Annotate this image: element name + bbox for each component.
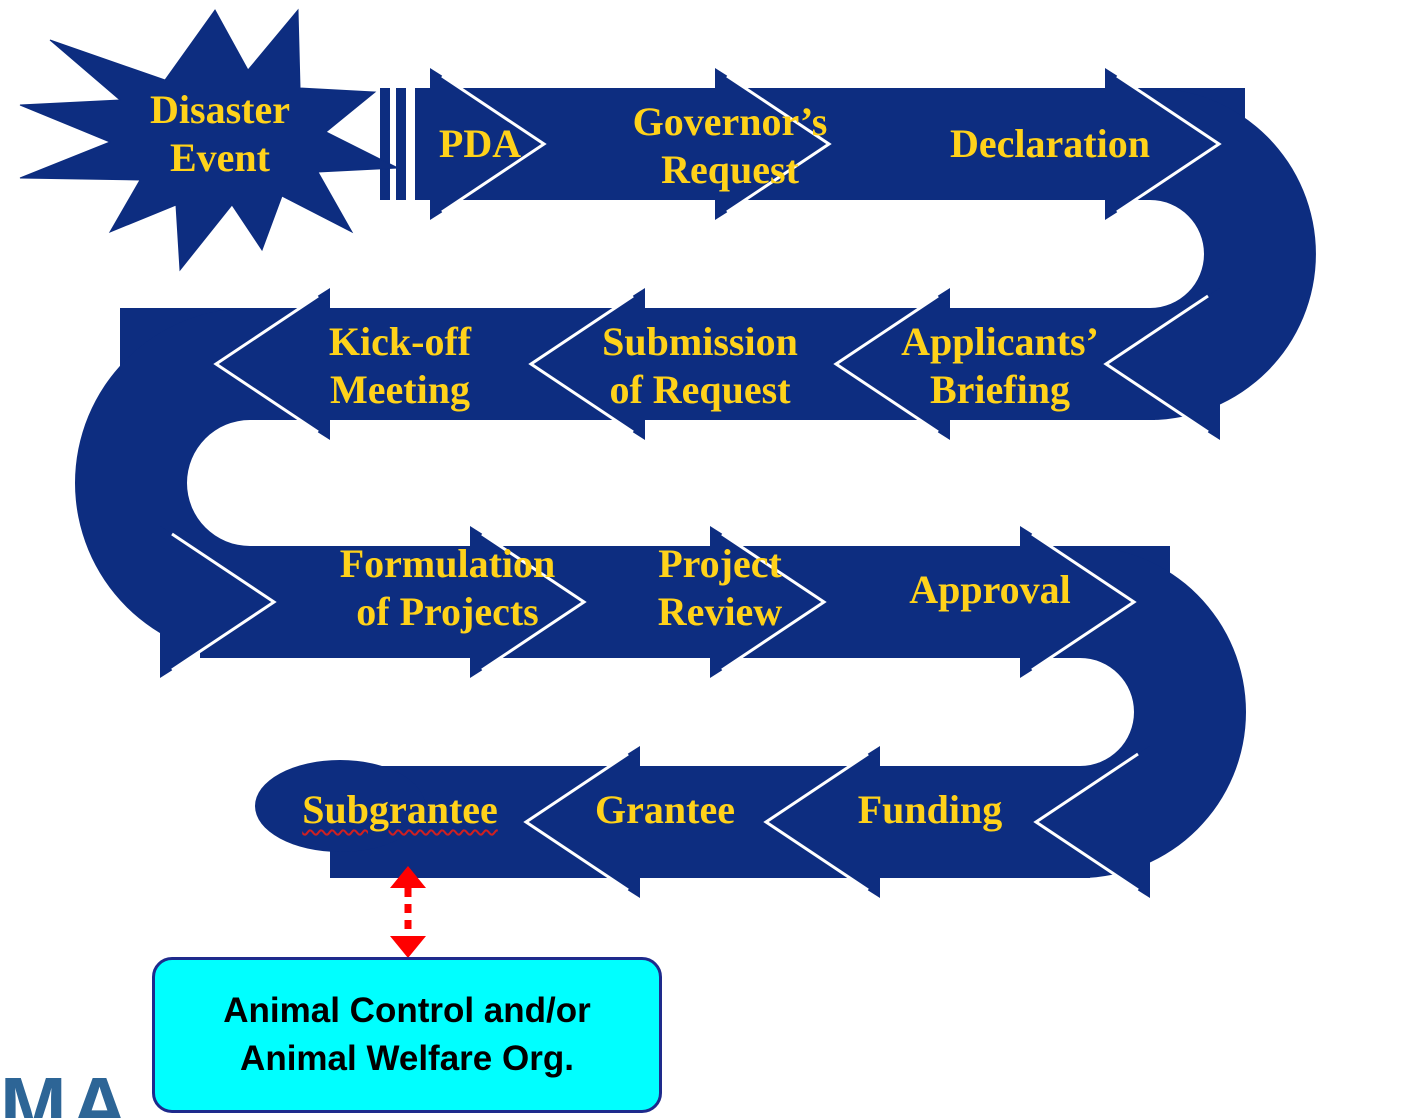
label-line: of Request bbox=[609, 367, 791, 412]
callout-line: Animal Welfare Org. bbox=[240, 1039, 574, 1078]
chevron-head-submission bbox=[830, 288, 950, 440]
label-disaster-event: Disaster Event bbox=[130, 86, 310, 182]
chevron-arrows bbox=[160, 68, 1225, 898]
chevron-head-review bbox=[710, 526, 830, 678]
chevron-outline-kickoff-head bbox=[213, 294, 319, 434]
chevron-outline-submission bbox=[833, 294, 939, 434]
step-governors-request[interactable]: Governor’s Request bbox=[600, 98, 860, 194]
label-line: Applicants’ bbox=[901, 319, 1099, 364]
label-line: Funding bbox=[857, 787, 1003, 832]
chevron-head-declaration bbox=[1105, 68, 1225, 220]
chevron-head-grantee bbox=[760, 746, 880, 898]
chevron-head-formulation-tail bbox=[160, 526, 280, 678]
callout-line: Animal Control and/or bbox=[223, 991, 591, 1030]
step-pda[interactable]: PDA bbox=[425, 120, 535, 168]
chevron-outline-review bbox=[721, 532, 827, 672]
label-line: Approval bbox=[909, 567, 1071, 612]
label-line: Declaration bbox=[950, 121, 1150, 166]
logo-fragment: MA bbox=[0, 1066, 132, 1118]
animal-org-callout: Animal Control and/or Animal Welfare Org… bbox=[152, 957, 662, 1113]
step-funding[interactable]: Funding bbox=[830, 786, 1030, 834]
step-subgrantee[interactable]: Subgrantee bbox=[280, 786, 520, 834]
chevron-outline-applicants bbox=[1103, 294, 1209, 434]
chevron-outline-governors bbox=[726, 74, 832, 214]
step-submission-of-request[interactable]: Submission of Request bbox=[570, 318, 830, 414]
ribbon-row3 bbox=[200, 546, 1170, 658]
step-project-review[interactable]: Project Review bbox=[620, 540, 820, 636]
step-grantee[interactable]: Grantee bbox=[570, 786, 760, 834]
chevron-head-kickoff-head bbox=[210, 288, 330, 440]
label-line: Briefing bbox=[930, 367, 1070, 412]
label-line: Subgrantee bbox=[302, 787, 498, 832]
chevron-head-kickoff bbox=[525, 288, 645, 440]
label-line: Request bbox=[661, 147, 799, 192]
chevron-head-funding bbox=[1030, 746, 1150, 898]
starburst-icon bbox=[19, 8, 400, 272]
chevron-outline-formulation bbox=[481, 532, 587, 672]
step-declaration[interactable]: Declaration bbox=[930, 120, 1170, 168]
label-line: Event bbox=[170, 135, 270, 180]
label-line: Formulation bbox=[339, 541, 556, 586]
chevron-outline-subgrantee bbox=[523, 752, 629, 892]
chevron-outline-grantee bbox=[763, 752, 869, 892]
label-line: Governor’s bbox=[632, 99, 828, 144]
label-line: Submission bbox=[602, 319, 798, 364]
logo-text: MA bbox=[0, 1066, 133, 1118]
label-line: of Projects bbox=[356, 589, 539, 634]
chevron-outline-kickoff bbox=[528, 294, 634, 434]
start-bars-icon bbox=[380, 88, 406, 200]
chevron-outline-approval bbox=[1031, 532, 1137, 672]
chevron-outline-declaration bbox=[1116, 74, 1222, 214]
chevron-head-applicants bbox=[1100, 288, 1220, 440]
chevron-head-governors bbox=[715, 68, 835, 220]
chevron-outline-pda bbox=[441, 74, 547, 214]
label-line: Kick-off bbox=[328, 319, 472, 364]
label-line: Disaster bbox=[150, 87, 290, 132]
chevron-head-pda bbox=[430, 68, 550, 220]
chevron-head-formulation bbox=[470, 526, 590, 678]
label-line: Grantee bbox=[595, 787, 735, 832]
step-approval[interactable]: Approval bbox=[880, 566, 1100, 614]
ribbon-tail bbox=[255, 760, 425, 852]
connector-double-arrow bbox=[390, 866, 426, 958]
ribbon-row4 bbox=[330, 766, 1090, 878]
chevron-head-subgrantee bbox=[520, 746, 640, 898]
chevron-outline-funding bbox=[1033, 752, 1139, 892]
chevron-head-approval bbox=[1020, 526, 1140, 678]
step-applicants-briefing[interactable]: Applicants’ Briefing bbox=[875, 318, 1125, 414]
label-line: PDA bbox=[438, 121, 522, 166]
label-line: Meeting bbox=[330, 367, 470, 412]
step-kickoff-meeting[interactable]: Kick-off Meeting bbox=[295, 318, 505, 414]
chevron-outline-formulation-tail bbox=[171, 532, 277, 672]
label-line: Project bbox=[658, 541, 782, 586]
step-formulation-of-projects[interactable]: Formulation of Projects bbox=[315, 540, 580, 636]
label-line: Review bbox=[657, 589, 783, 634]
